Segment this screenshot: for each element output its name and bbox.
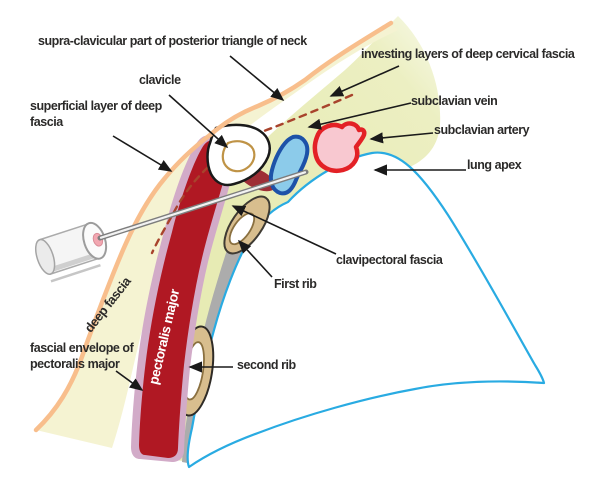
label-superficial-fascia: superficial layer of deep fascia bbox=[30, 98, 162, 130]
arrow-supraclavicular bbox=[229, 55, 285, 102]
arrow-superficial-fascia bbox=[112, 135, 173, 172]
label-fascial-envelope-line1: fascial envelope of bbox=[30, 341, 134, 355]
label-superficial-fascia-line2: fascia bbox=[30, 115, 63, 129]
label-lung-apex: lung apex bbox=[467, 158, 522, 172]
label-second-rib: second rib bbox=[237, 358, 296, 372]
pectoralis-major-muscle bbox=[139, 140, 227, 458]
superficial-fascia-band bbox=[36, 23, 398, 448]
label-fascial-envelope: fascial envelope of pectoralis major bbox=[30, 340, 134, 372]
arrow-subclavian-vein bbox=[307, 102, 412, 130]
label-supraclavicular-triangle: supra-clavicular part of posterior trian… bbox=[38, 34, 307, 48]
label-subclavian-vein: subclavian vein bbox=[411, 94, 498, 108]
label-clavipectoral-fascia: clavipectoral fascia bbox=[336, 253, 443, 267]
annotation-arrows bbox=[112, 55, 466, 391]
lung-outline bbox=[186, 151, 546, 469]
arrow-clavicle bbox=[168, 94, 229, 149]
skin-line bbox=[33, 20, 394, 433]
subclavian-artery-shape bbox=[312, 121, 367, 173]
arrow-subclavian-artery bbox=[369, 132, 434, 144]
arrow-first-rib bbox=[237, 239, 273, 278]
arrow-investing-fascia bbox=[329, 65, 400, 97]
syringe-hub bbox=[34, 221, 108, 283]
label-fascial-envelope-line2: pectoralis major bbox=[30, 357, 120, 371]
label-first-rib: First rib bbox=[274, 277, 317, 291]
arrow-fascial-envelope bbox=[115, 370, 144, 391]
label-superficial-fascia-line1: superficial layer of deep bbox=[30, 99, 162, 113]
label-investing-fascia: investing layers of deep cervical fascia bbox=[361, 47, 575, 61]
arrow-clavipectoral bbox=[231, 205, 337, 255]
label-subclavian-artery: subclavian artery bbox=[434, 123, 530, 137]
needle bbox=[97, 169, 309, 241]
label-clavicle: clavicle bbox=[139, 73, 181, 87]
first-rib-shape bbox=[223, 195, 271, 255]
